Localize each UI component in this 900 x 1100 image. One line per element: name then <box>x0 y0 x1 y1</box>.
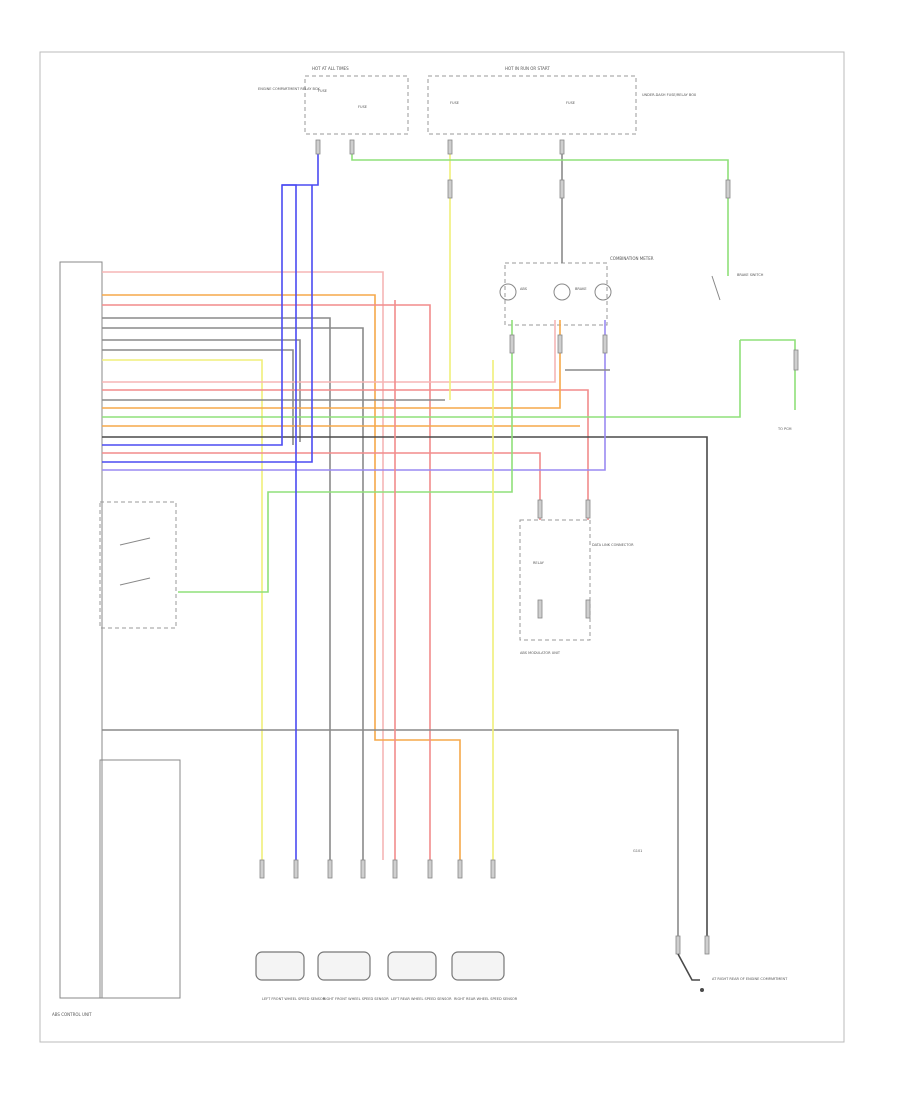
svg-text:TO PCM: TO PCM <box>777 427 792 431</box>
ground-icon <box>700 988 704 992</box>
lf-wheel-speed-sensor: LEFT FRONT WHEEL SPEED SENSOR <box>255 951 326 1001</box>
abs-control-unit-label: ABS CONTROL UNIT <box>52 1012 92 1017</box>
rr-wheel-speed-sensor: RIGHT REAR WHEEL SPEED SENSOR <box>451 951 518 1001</box>
wire-blue-3 <box>282 184 297 860</box>
wire-gray-6 <box>102 729 679 936</box>
right-fuse-box-label: HOT IN RUN OR START <box>505 66 550 71</box>
wire-orange-2 <box>102 320 561 409</box>
data-link-label: DATA LINK CONNECTOR <box>592 543 634 547</box>
wire-red-2 <box>102 389 589 520</box>
hot-fuse-box: HOT AT ALL TIMES FUSE FUSE <box>304 66 409 135</box>
internal-switch-block <box>99 501 177 629</box>
svg-text:FUSE: FUSE <box>318 89 327 93</box>
svg-text:FUSE: FUSE <box>566 101 575 105</box>
diagram-frame <box>39 51 845 1043</box>
rf-sensor-label: RIGHT FRONT WHEEL SPEED SENSOR <box>323 997 389 1001</box>
wire-green-1 <box>102 340 741 418</box>
brake-lamp-label: BRAKE <box>575 287 587 291</box>
wire-dark-1 <box>102 436 708 936</box>
ground-main: G101 <box>633 849 642 853</box>
wire-green-3 <box>351 150 729 276</box>
wire-yellow-1 <box>102 359 263 860</box>
internal-logic-block <box>99 759 181 999</box>
underhood-relay-box-label: ENGINE COMPARTMENT RELAY BOX <box>258 87 320 91</box>
svg-text:FUSE: FUSE <box>450 101 459 105</box>
svg-text:FUSE: FUSE <box>358 105 367 109</box>
wire-green-2 <box>178 320 513 593</box>
abs-control-unit: ABS CONTROL UNIT <box>52 261 103 1017</box>
lr-wheel-speed-sensor: LEFT REAR WHEEL SPEED SENSOR <box>387 951 452 1001</box>
rr-sensor-label: RIGHT REAR WHEEL SPEED SENSOR <box>454 997 518 1001</box>
connector-blocks <box>259 139 799 955</box>
abs-lamp-label: ABS <box>520 287 528 291</box>
wire-violet-1 <box>102 320 606 471</box>
brake-switch-label: BRAKE SWITCH <box>737 273 764 277</box>
combination-meter-label: COMBINATION METER <box>610 256 654 261</box>
ground-note: AT RIGHT REAR OF ENGINE COMPARTMENT <box>712 977 788 981</box>
pcm-connector: TO PCM <box>777 427 792 431</box>
right-fuse-box: HOT IN RUN OR START FUSE FUSE <box>427 66 637 135</box>
ground-right: AT RIGHT REAR OF ENGINE COMPARTMENT <box>677 953 788 992</box>
wire-blue-2 <box>102 185 313 463</box>
brake-switch: BRAKE SWITCH <box>711 273 764 301</box>
wire-red-1 <box>102 304 431 860</box>
combination-meter: COMBINATION METER ABS BRAKE <box>499 256 654 326</box>
wire-gray-2 <box>102 327 364 860</box>
abs-modulator-label: ABS MODULATOR UNIT <box>520 651 561 655</box>
hot-fuse-box-label: HOT AT ALL TIMES <box>312 66 349 71</box>
wire-red-3 <box>102 452 541 520</box>
dash-fuse-box-label: UNDER-DASH FUSE/RELAY BOX <box>642 93 697 97</box>
wire-harness <box>102 150 796 936</box>
lf-sensor-label: LEFT FRONT WHEEL SPEED SENSOR <box>262 997 326 1001</box>
wire-gray-4 <box>102 349 294 445</box>
svg-text:G101: G101 <box>633 849 642 853</box>
rf-wheel-speed-sensor: RIGHT FRONT WHEEL SPEED SENSOR <box>317 951 389 1001</box>
svg-text:RELAY: RELAY <box>533 561 545 565</box>
abs-lamp-icon <box>499 283 517 301</box>
wire-green-4 <box>740 339 796 410</box>
wire-gray-1 <box>102 317 331 860</box>
svg-text:UNDER-DASH FUSE/RELAY BOX: UNDER-DASH FUSE/RELAY BOX <box>642 93 697 97</box>
lr-sensor-label: LEFT REAR WHEEL SPEED SENSOR <box>391 997 452 1001</box>
wire-pink-2 <box>102 320 556 383</box>
wire-pink-1 <box>102 271 384 860</box>
brake-lamp-icon <box>553 283 571 301</box>
wire-orange-1 <box>102 294 461 860</box>
abs-modulator-unit: RELAY DATA LINK CONNECTOR ABS MODULATOR … <box>519 519 634 655</box>
indicator-lamp-icon <box>594 283 612 301</box>
svg-text:ENGINE COMPARTMENT RELAY BOX: ENGINE COMPARTMENT RELAY BOX <box>258 87 320 91</box>
